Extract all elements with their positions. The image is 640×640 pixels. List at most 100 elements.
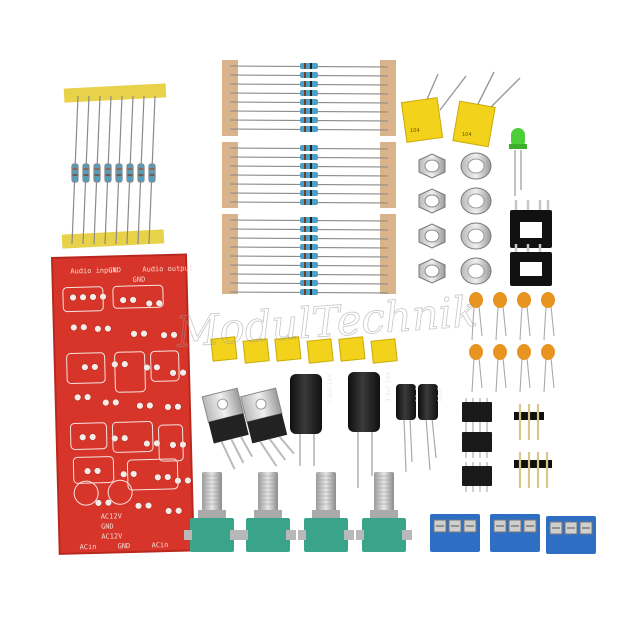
resistor-vertical — [82, 95, 90, 245]
resistor-horizontal — [229, 154, 389, 160]
film-capacitor-1: 104 — [400, 73, 467, 143]
pcb-pad — [93, 467, 102, 475]
watermark-text: ModulTechnik — [174, 287, 479, 357]
resistor-horizontal — [229, 244, 389, 250]
pcb-pad — [94, 325, 102, 333]
pcb-pad — [81, 363, 89, 371]
op-amp-ic — [462, 428, 492, 458]
pcb-pad — [164, 507, 173, 515]
resistor-vertical — [104, 95, 112, 245]
resistor-horizontal — [229, 163, 389, 169]
resistor-horizontal — [229, 253, 389, 259]
resistor-vertical — [137, 95, 145, 245]
cap-label-small-2: 10uF — [437, 387, 444, 402]
pcb-pad — [80, 323, 88, 331]
pcb-pad — [129, 296, 137, 304]
pcb-footprint — [66, 352, 106, 385]
pcb-pad — [73, 393, 82, 402]
pcb-pad — [121, 434, 129, 442]
resistor-horizontal — [229, 81, 389, 87]
resistor-bundle-top — [222, 60, 396, 136]
resistor-horizontal — [229, 199, 389, 205]
resistor-horizontal — [229, 99, 389, 105]
pcb-cap-footprint — [73, 480, 99, 506]
pcb-pad — [145, 299, 153, 308]
resistor-horizontal — [229, 226, 389, 232]
washer — [460, 257, 492, 285]
potentiometer — [298, 472, 354, 552]
pcb-pad — [170, 331, 178, 339]
green-led — [509, 128, 527, 196]
pcb-pad — [102, 398, 110, 407]
resistor-horizontal — [229, 262, 389, 268]
resistor-horizontal — [229, 235, 389, 241]
pcb-footprint — [72, 456, 115, 484]
pcb-pad — [79, 293, 87, 301]
pcb-pad — [179, 368, 187, 377]
pcb-footprint — [150, 350, 180, 382]
potentiometer — [240, 472, 296, 552]
pcb-footprint — [69, 422, 108, 450]
ceramic-capacitor — [517, 344, 531, 393]
ceramic-capacitor — [541, 344, 555, 393]
red-pcb: Audio input GND GND Audio output AC12V G… — [50, 253, 195, 555]
resistor-vertical — [115, 95, 123, 245]
pcb-pad — [119, 470, 128, 478]
terminal-block — [546, 516, 596, 554]
pcb-label-ac-2: AC12V — [101, 532, 123, 541]
ic-socket-1 — [510, 200, 552, 248]
film-capacitor-small — [370, 338, 398, 364]
pcb-label-input: Audio input — [70, 266, 117, 275]
pcb-pad — [70, 323, 78, 332]
pcb-pad — [104, 324, 112, 333]
resistor-horizontal — [229, 190, 389, 196]
pcb-pad — [119, 296, 127, 304]
ceramic-capacitor — [493, 344, 507, 393]
pcb-pad — [83, 467, 92, 475]
pcb-pad — [140, 329, 148, 338]
film-capacitor-2: 104 — [452, 71, 521, 148]
voltage-regulator-2 — [240, 387, 295, 467]
resistor-horizontal — [229, 117, 389, 123]
pcb-pad — [69, 293, 77, 302]
voltage-regulator-1 — [201, 387, 253, 470]
potentiometer — [356, 472, 412, 552]
ceramic-capacitor — [469, 344, 483, 393]
pcb-pad — [143, 439, 151, 448]
pcb-pad — [174, 507, 183, 515]
ceramic-capacitor — [493, 292, 507, 341]
pcb-pad — [129, 470, 138, 478]
ceramic-capacitor — [541, 292, 555, 341]
pcb-cap-footprint — [107, 479, 133, 505]
pcb-label-acin-2: ACin — [151, 541, 168, 549]
electrolytic-capacitor-small-2: 10uF — [418, 384, 444, 471]
resistor-vertical — [93, 95, 101, 245]
resistor-horizontal — [229, 271, 389, 277]
pcb-pad — [104, 498, 113, 507]
ceramic-capacitors — [469, 292, 555, 393]
resistor-bundle-bottom — [222, 214, 396, 295]
film-capacitor-small — [210, 336, 238, 362]
electrolytic-capacitor-large-1: 3.3uF 10V — [290, 373, 334, 466]
pcb-label-ac-gnd: GND — [101, 522, 114, 530]
pcb-footprint — [62, 286, 104, 313]
electrolytic-capacitor-large-2: 3.3uF 10V — [348, 371, 392, 488]
pcb-pad — [164, 403, 172, 411]
film-capacitor-small — [274, 336, 302, 362]
washer — [460, 187, 492, 215]
film-capacitor-row — [210, 336, 398, 364]
cap-label-large-1: 3.3uF 10V — [327, 373, 334, 404]
resistor-horizontal — [229, 280, 389, 286]
hex-nut — [418, 153, 446, 179]
pcb-footprint — [158, 424, 184, 462]
pcb-pad — [121, 360, 129, 368]
op-amp-chips — [462, 398, 492, 492]
pcb-pad — [153, 363, 161, 371]
pcb-pad — [155, 299, 163, 307]
pcb-footprint — [114, 351, 146, 393]
pcb-label-ac-1: AC12V — [101, 512, 123, 521]
pcb-label-acin-1: ACin — [79, 543, 96, 551]
film-capacitor-small — [306, 338, 334, 364]
pcb-footprint — [111, 421, 154, 453]
